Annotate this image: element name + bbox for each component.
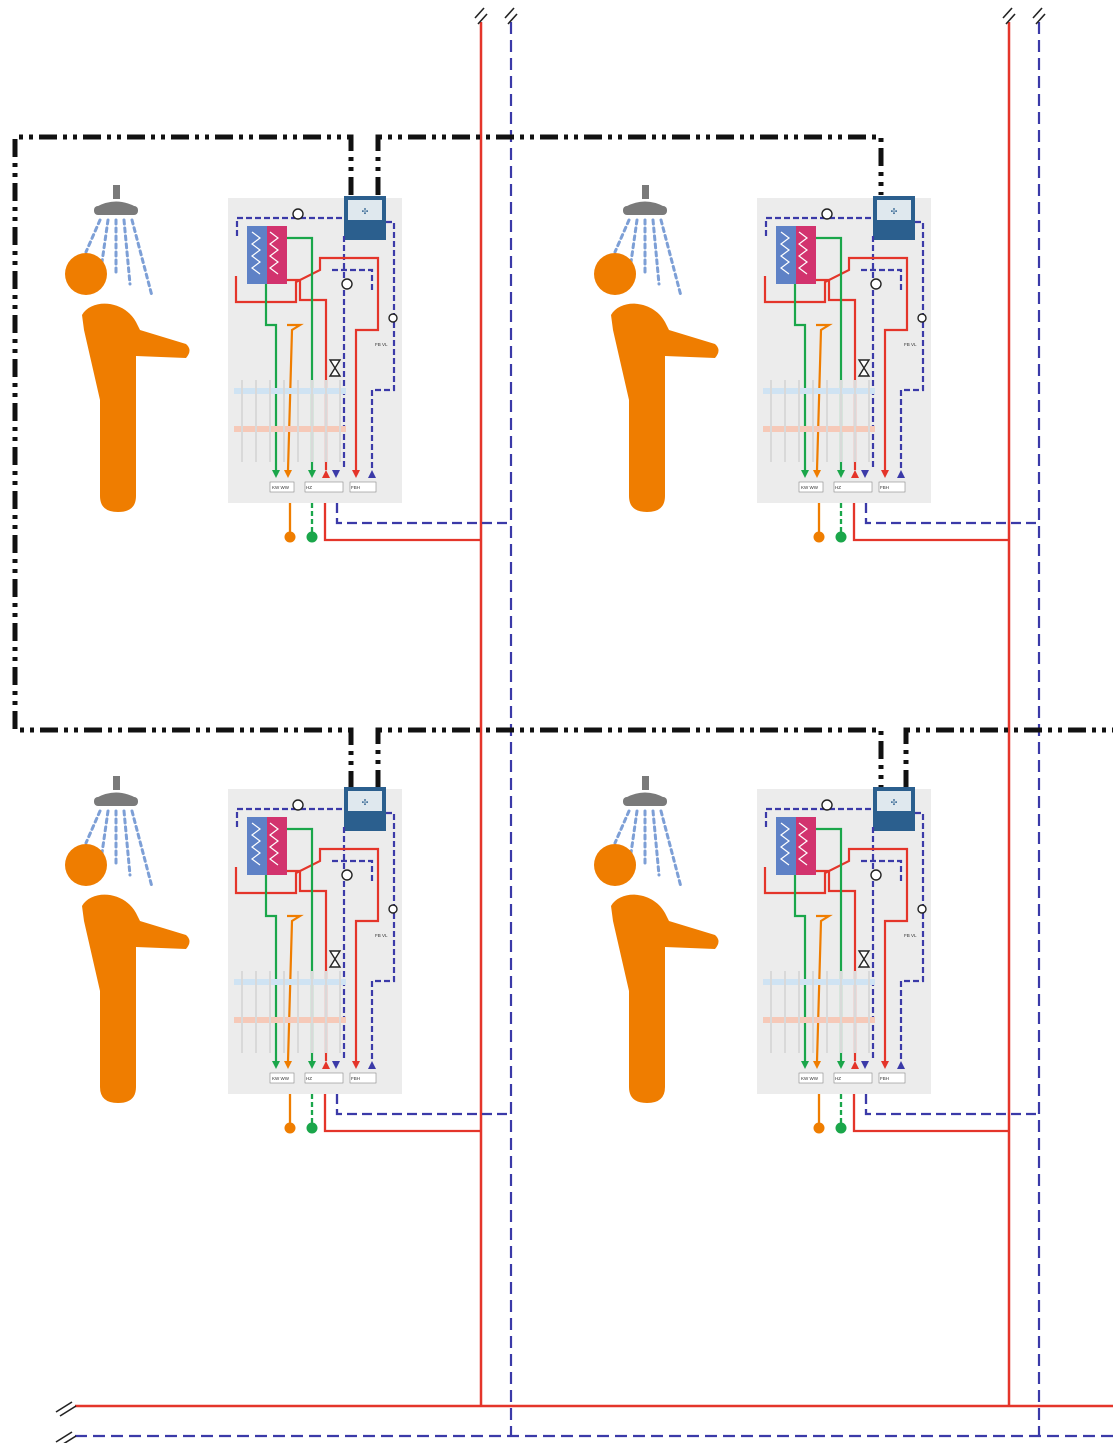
label-hz: HZ [306,485,312,490]
label-fbh: FBH [351,1076,360,1081]
pipe-break-icon [1002,7,1016,25]
label-hz: HZ [835,1076,841,1081]
bus-middle-link [375,727,884,788]
label-kw-ww: KW WW [272,485,290,490]
bus-loop-left [12,134,354,788]
bus-top-link [375,134,884,195]
bus-exit-right [903,727,1113,788]
pipe-break-icon [55,1431,77,1443]
label-kw-ww: KW WW [801,1076,819,1081]
risers [479,22,1041,1436]
pipe-break-icon [1032,7,1046,25]
control-bus [12,134,1113,788]
label-hz: HZ [306,1076,312,1081]
label-fb-vl: FB VL [375,342,388,347]
dwelling-unit-top-right: KW WW HZ FBH FB VL [592,183,1042,544]
label-fb-vl: FB VL [904,933,917,938]
label-fb-vl: FB VL [375,933,388,938]
label-fb-vl: FB VL [904,342,917,347]
label-hz: HZ [835,485,841,490]
main-lines [75,1404,1113,1438]
label-fbh: FBH [880,485,889,490]
pipe-break-icon [55,1401,77,1417]
label-kw-ww: KW WW [272,1076,290,1081]
label-kw-ww: KW WW [801,485,819,490]
dwelling-unit-bottom-left: KW WW HZ FBH FB VL [63,774,513,1135]
pipe-break-icons [55,7,1046,1443]
pipe-break-icon [474,7,488,25]
label-fbh: FBH [351,485,360,490]
dwelling-unit-top-left: KW WW HZ FBH FB VL [63,183,513,544]
label-fbh: FBH [880,1076,889,1081]
dwelling-unit-bottom-right: KW WW HZ FBH FB VL [592,774,1042,1135]
pipe-break-icon [504,7,518,25]
